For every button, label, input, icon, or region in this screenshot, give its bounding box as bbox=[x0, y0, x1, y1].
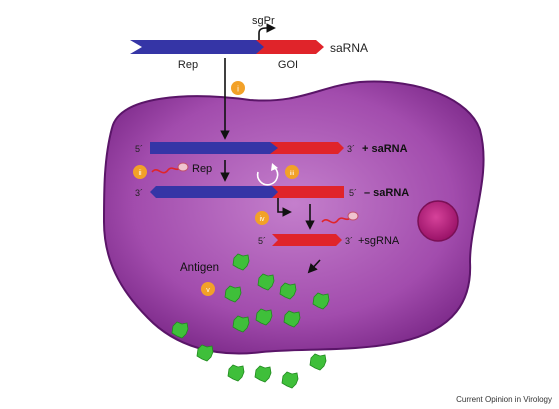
step-label-v: v bbox=[206, 287, 210, 294]
step-badge-i bbox=[231, 81, 245, 95]
top-goi-label: GOI bbox=[278, 59, 298, 71]
minus-strand-5prime: 5´ bbox=[349, 188, 357, 198]
antigen-blob-icon bbox=[254, 365, 272, 383]
plus-strand-label: + saRNA bbox=[362, 143, 408, 155]
antigen-blob-icon bbox=[279, 282, 297, 300]
rep-segment-top bbox=[130, 40, 268, 54]
step-badge-ii bbox=[133, 165, 147, 179]
antigen-blob-icon bbox=[257, 273, 275, 291]
sgpr-label: sgPr bbox=[252, 15, 275, 27]
minus-strand-label: – saRNA bbox=[364, 187, 409, 199]
sgrna-5prime: 5´ bbox=[258, 236, 266, 246]
step-label-i: i bbox=[237, 85, 239, 94]
rep-protein-ribbon-icon bbox=[151, 167, 181, 174]
antigen-blob-icon bbox=[196, 344, 214, 362]
antigen-blob-icon bbox=[255, 308, 273, 326]
sgrna-3prime: 3´ bbox=[345, 236, 353, 246]
minus-strand-rep bbox=[150, 186, 280, 198]
antigen-blob-icon bbox=[232, 315, 250, 333]
antigen-label: Antigen bbox=[180, 262, 219, 274]
ribosome-icon bbox=[177, 162, 189, 172]
ribosome-2-icon bbox=[347, 211, 359, 221]
top-rep-label: Rep bbox=[178, 59, 198, 71]
step-badge-iv bbox=[255, 211, 269, 225]
goi-segment-top bbox=[256, 40, 324, 54]
plus-strand-goi bbox=[270, 142, 344, 154]
arrow-to-antigen bbox=[307, 259, 321, 274]
antigen-blob-icon bbox=[227, 364, 245, 382]
sgpr-arrow-iv bbox=[277, 198, 292, 217]
minus-strand-3prime: 3´ bbox=[135, 188, 143, 198]
plus-strand-5prime: 5´ bbox=[135, 144, 143, 154]
plus-strand-3prime: 3´ bbox=[347, 144, 355, 154]
plus-strand-rep bbox=[150, 142, 280, 154]
step-label-iii: iii bbox=[290, 170, 294, 177]
replication-cycle-icon bbox=[256, 167, 279, 186]
rep-protein-label: Rep bbox=[192, 163, 212, 175]
minus-strand-goi bbox=[272, 186, 344, 198]
sgrna-label: +sgRNA bbox=[358, 235, 400, 247]
antigen-blob-icon bbox=[281, 371, 299, 389]
sgpr-promoter-arrow bbox=[258, 23, 276, 40]
step-label-ii: ii bbox=[138, 170, 142, 177]
antigen-blob-icon bbox=[171, 321, 189, 339]
credit-text: Current Opinion in Virology bbox=[456, 395, 552, 404]
step-badge-iii bbox=[285, 165, 299, 179]
antigen-group bbox=[171, 253, 330, 389]
antigen-blob-icon bbox=[312, 292, 330, 310]
step-badge-v bbox=[201, 282, 215, 296]
antigen-blob-icon bbox=[224, 285, 242, 303]
nucleus bbox=[417, 200, 459, 242]
antigen-blob-icon bbox=[232, 253, 250, 271]
sgrna-strand bbox=[272, 234, 342, 246]
rep-protein-ribbon-2-icon bbox=[321, 217, 351, 224]
top-rna-label: saRNA bbox=[330, 41, 368, 55]
antigen-blob-icon bbox=[309, 353, 327, 371]
antigen-blob-icon bbox=[283, 310, 301, 328]
replication-cycle-arrowhead bbox=[271, 163, 278, 171]
step-label-iv: iv bbox=[259, 216, 265, 223]
